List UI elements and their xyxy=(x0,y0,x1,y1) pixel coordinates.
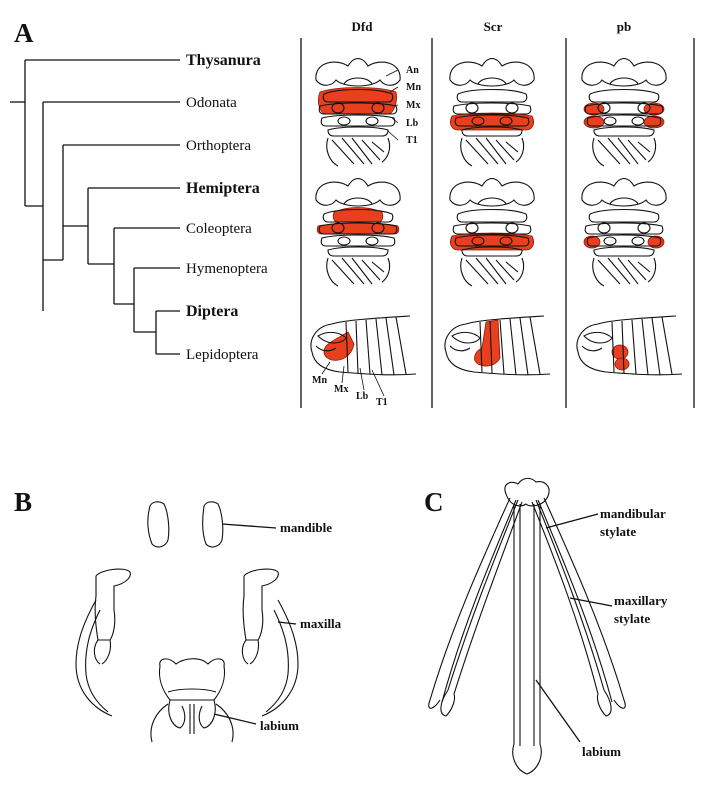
taxon-label: Thysanura xyxy=(186,52,261,69)
taxon-label: Coleoptera xyxy=(186,221,252,237)
segment-label: T1 xyxy=(406,135,418,146)
mandible-right xyxy=(203,502,223,547)
segment-label: T1 xyxy=(376,397,388,408)
segment-label: An xyxy=(406,65,419,76)
labium-leader-c xyxy=(536,680,580,742)
proboscis xyxy=(429,478,626,774)
maxilla-left xyxy=(76,569,130,716)
label-stylate-mandibular: stylate xyxy=(600,524,636,539)
embryo-head-dfd-1 xyxy=(316,59,400,167)
segment-label: Mx xyxy=(334,384,348,395)
label-maxillary: maxillary xyxy=(614,593,668,608)
column-label-dfd: Dfd xyxy=(352,19,374,34)
label-stylate-maxillary: stylate xyxy=(614,611,650,626)
taxon-label: Hymenoptera xyxy=(186,261,268,277)
segment-label: Mn xyxy=(312,375,327,386)
taxon-labels: Thysanura Odonata Orthoptera Hemiptera C… xyxy=(186,52,268,363)
label-maxilla: maxilla xyxy=(300,616,342,631)
larva-segment-labels: Mn Mx Lb T1 xyxy=(312,362,388,408)
labium-b xyxy=(151,659,233,742)
label-labium-c: labium xyxy=(582,744,621,759)
embryo-head-pb-2 xyxy=(582,179,666,287)
taxon-label: Orthoptera xyxy=(186,138,251,154)
column-label-scr: Scr xyxy=(484,19,503,34)
embryo-head-scr-2 xyxy=(450,179,534,287)
taxon-label: Lepidoptera xyxy=(186,347,259,363)
taxon-label: Odonata xyxy=(186,95,237,111)
mandible-left xyxy=(148,502,169,547)
column-label-pb: pb xyxy=(617,19,631,34)
maxilla-leader xyxy=(278,622,296,624)
label-labium-b: labium xyxy=(260,718,299,733)
segment-label: Lb xyxy=(406,118,419,129)
label-mandibular: mandibular xyxy=(600,506,666,521)
larva-head-pb xyxy=(577,316,682,375)
embryo-head-dfd-2 xyxy=(316,179,400,287)
embryo-head-pb-1 xyxy=(582,59,666,167)
panel-label-a: A xyxy=(14,18,34,48)
mandible-leader xyxy=(222,524,276,528)
panel-label-c: C xyxy=(424,487,444,517)
panel-label-b: B xyxy=(14,487,32,517)
larva-head-dfd xyxy=(311,316,416,375)
segment-label: Mx xyxy=(406,100,420,111)
segment-label: Mn xyxy=(406,82,421,93)
embryo-head-scr-1 xyxy=(450,59,534,167)
larva-head-scr xyxy=(445,316,550,375)
taxon-label: Diptera xyxy=(186,303,238,320)
label-mandible: mandible xyxy=(280,520,332,535)
phylogenetic-tree xyxy=(10,60,180,354)
labium-leader-b xyxy=(214,714,256,724)
maxilla-right xyxy=(242,569,298,716)
segment-label: Lb xyxy=(356,391,369,402)
taxon-label: Hemiptera xyxy=(186,180,260,197)
